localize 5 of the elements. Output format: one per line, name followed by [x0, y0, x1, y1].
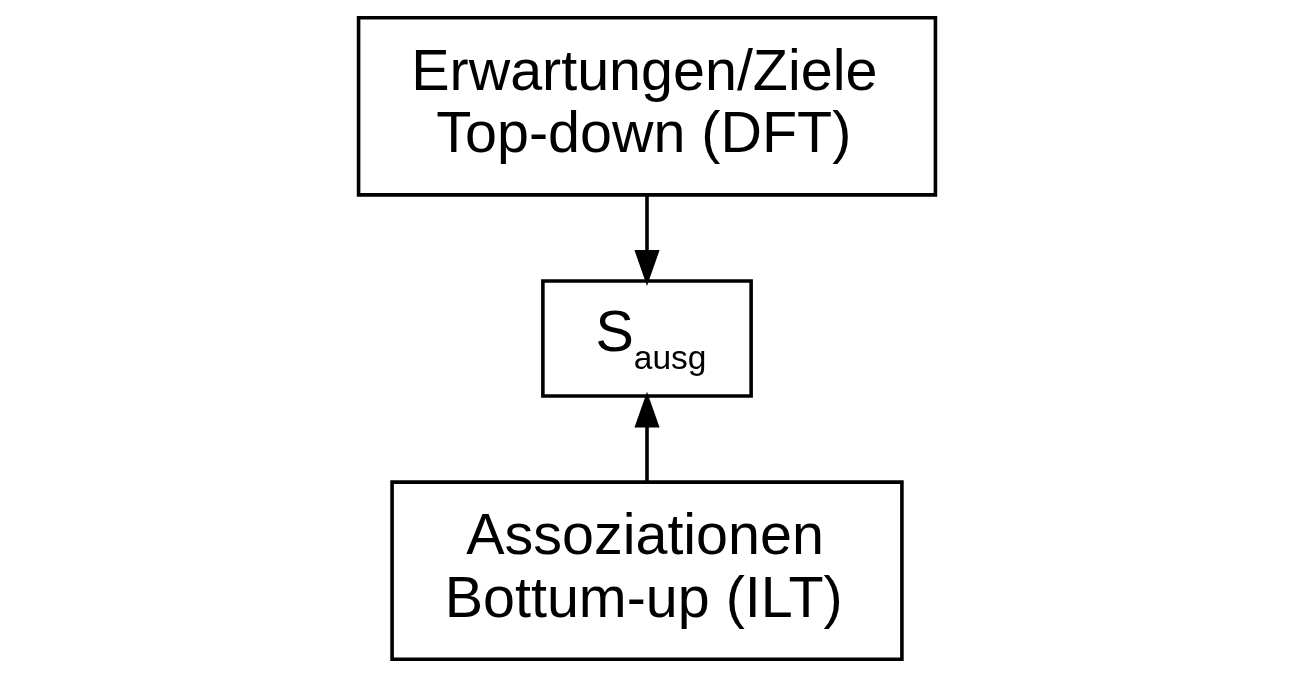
node-box: S$_{ausg}$: [541, 279, 753, 398]
arrow: [634, 391, 660, 482]
node-box: Assoziationen Bottum-up (ILT): [390, 480, 904, 662]
arrow: [634, 195, 660, 287]
node-box: Erwartungen/Ziele Top-down (DFT): [356, 15, 938, 197]
